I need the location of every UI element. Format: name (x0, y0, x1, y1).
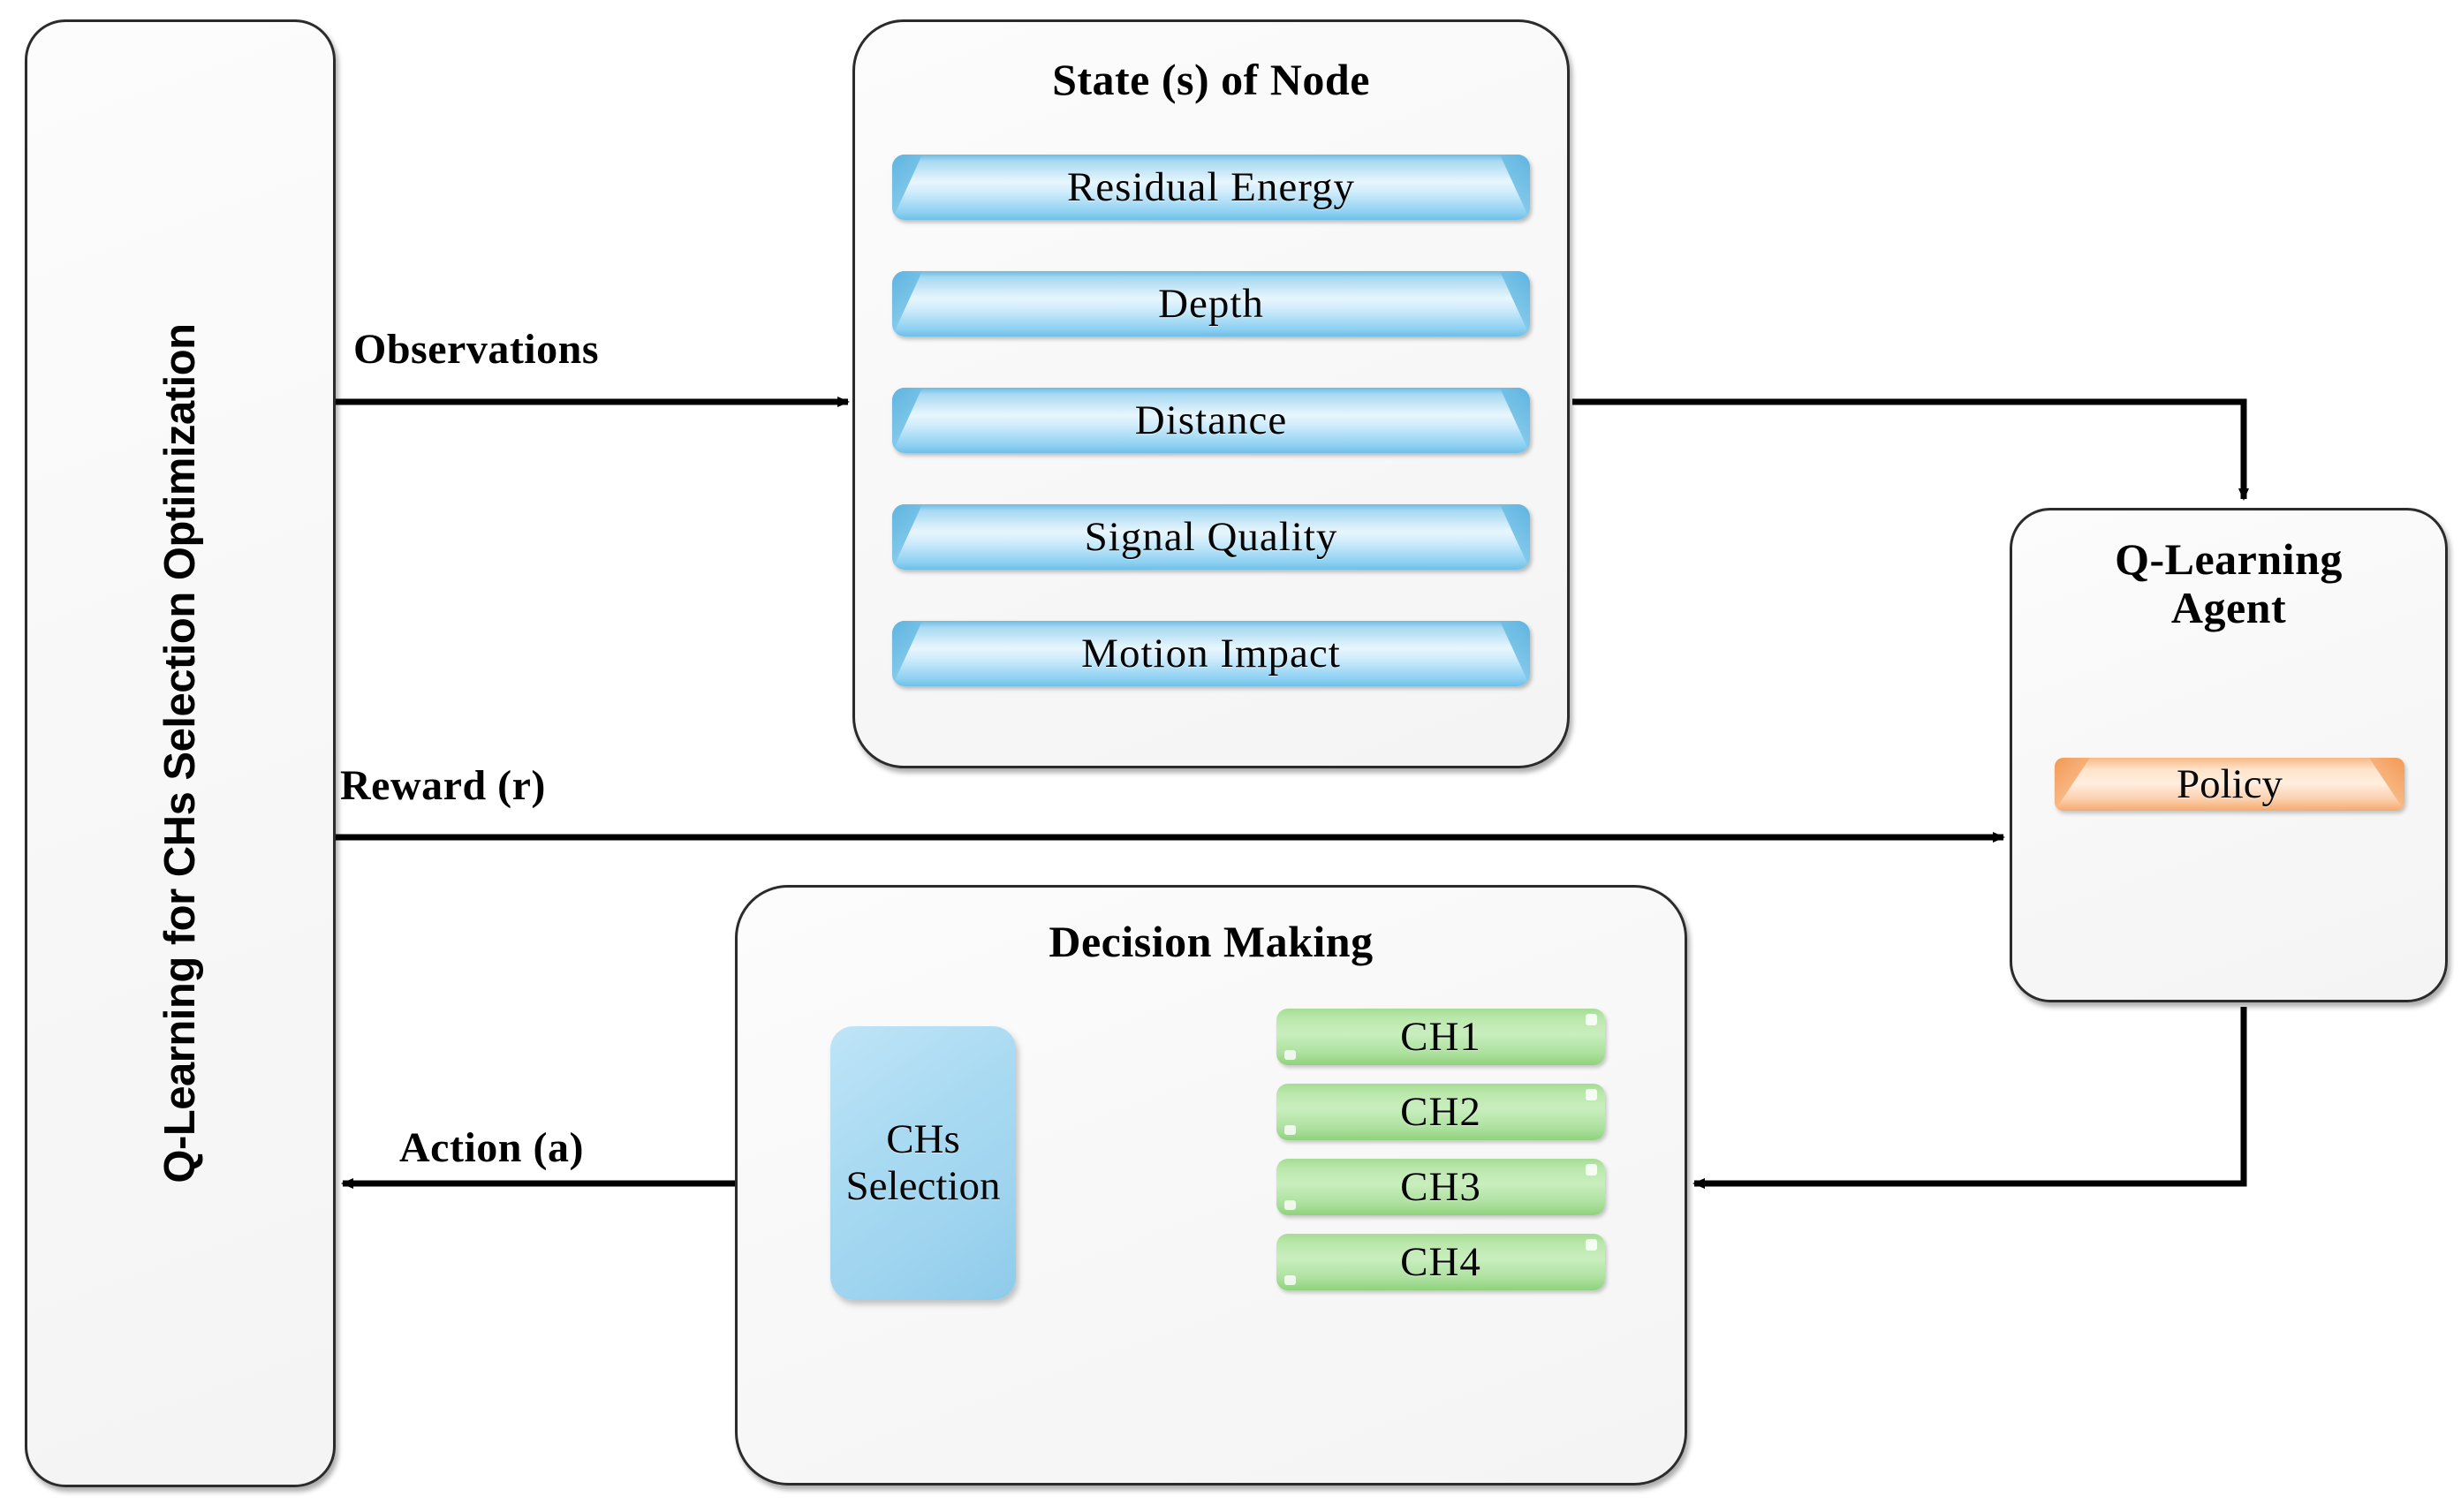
state-item-label: Distance (1134, 397, 1288, 443)
highlight-dot-icon (1284, 1200, 1296, 1210)
highlight-dot-icon (1586, 1089, 1597, 1100)
policy-label: Policy (2176, 761, 2283, 807)
cluster-head-label: CH3 (1400, 1164, 1481, 1210)
edge-state-to-agent (1572, 398, 2249, 501)
state-item-list: Residual Energy Depth Distance Signal Qu… (892, 155, 1530, 737)
agent-title-line1: Q-Learning (2115, 534, 2343, 584)
state-item-depth[interactable]: Depth (892, 271, 1530, 336)
highlight-dot-icon (1586, 1239, 1597, 1251)
state-item-label: Motion Impact (1081, 631, 1341, 677)
state-item-distance[interactable]: Distance (892, 388, 1530, 453)
cluster-head-label: CH1 (1400, 1014, 1481, 1060)
state-item-label: Depth (1158, 281, 1264, 327)
highlight-dot-icon (1284, 1125, 1296, 1135)
cluster-head-ch3[interactable]: CH3 (1276, 1159, 1605, 1215)
highlight-dot-icon (1586, 1014, 1597, 1025)
agent-panel-title: Q-Learning Agent (2012, 535, 2445, 632)
cluster-head-ch1[interactable]: CH1 (1276, 1009, 1605, 1065)
highlight-dot-icon (1586, 1164, 1597, 1176)
chs-selection-line2: Selection (845, 1163, 1001, 1209)
decision-panel-title: Decision Making (1049, 917, 1374, 966)
state-item-label: Residual Energy (1066, 164, 1356, 210)
state-item-label: Signal Quality (1084, 514, 1338, 560)
cluster-head-ch4[interactable]: CH4 (1276, 1234, 1605, 1290)
edge-label-observations: Observations (353, 326, 600, 373)
state-item-signal-quality[interactable]: Signal Quality (892, 504, 1530, 570)
edge-label-action: Action (a) (399, 1124, 584, 1171)
state-item-residual-energy[interactable]: Residual Energy (892, 155, 1530, 220)
agent-title-line2: Agent (2170, 583, 2287, 632)
cluster-head-list: CH1 CH2 CH3 CH4 (1276, 1009, 1605, 1309)
edge-agent-to-decision (1692, 1007, 2247, 1189)
chs-selection-box[interactable]: CHs Selection (830, 1026, 1016, 1300)
page-title: Q-Learning for CHs Selection Optimizatio… (156, 323, 204, 1183)
decision-making-panel: Decision Making CHs Selection CH1 CH2 CH… (735, 885, 1687, 1486)
state-panel: State (s) of Node Residual Energy Depth … (852, 19, 1570, 768)
state-item-motion-impact[interactable]: Motion Impact (892, 621, 1530, 686)
edge-label-reward: Reward (r) (340, 762, 546, 809)
cluster-head-ch2[interactable]: CH2 (1276, 1084, 1605, 1140)
policy-box[interactable]: Policy (2055, 758, 2404, 811)
cluster-head-label: CH2 (1400, 1089, 1481, 1135)
left-title-panel: Q-Learning for CHs Selection Optimizatio… (25, 19, 336, 1487)
state-panel-title: State (s) of Node (1052, 55, 1370, 104)
cluster-head-label: CH4 (1400, 1239, 1481, 1285)
chs-selection-line1: CHs (886, 1116, 960, 1163)
highlight-dot-icon (1284, 1050, 1296, 1060)
q-learning-agent-panel: Q-Learning Agent Policy (2010, 508, 2448, 1002)
highlight-dot-icon (1284, 1275, 1296, 1285)
